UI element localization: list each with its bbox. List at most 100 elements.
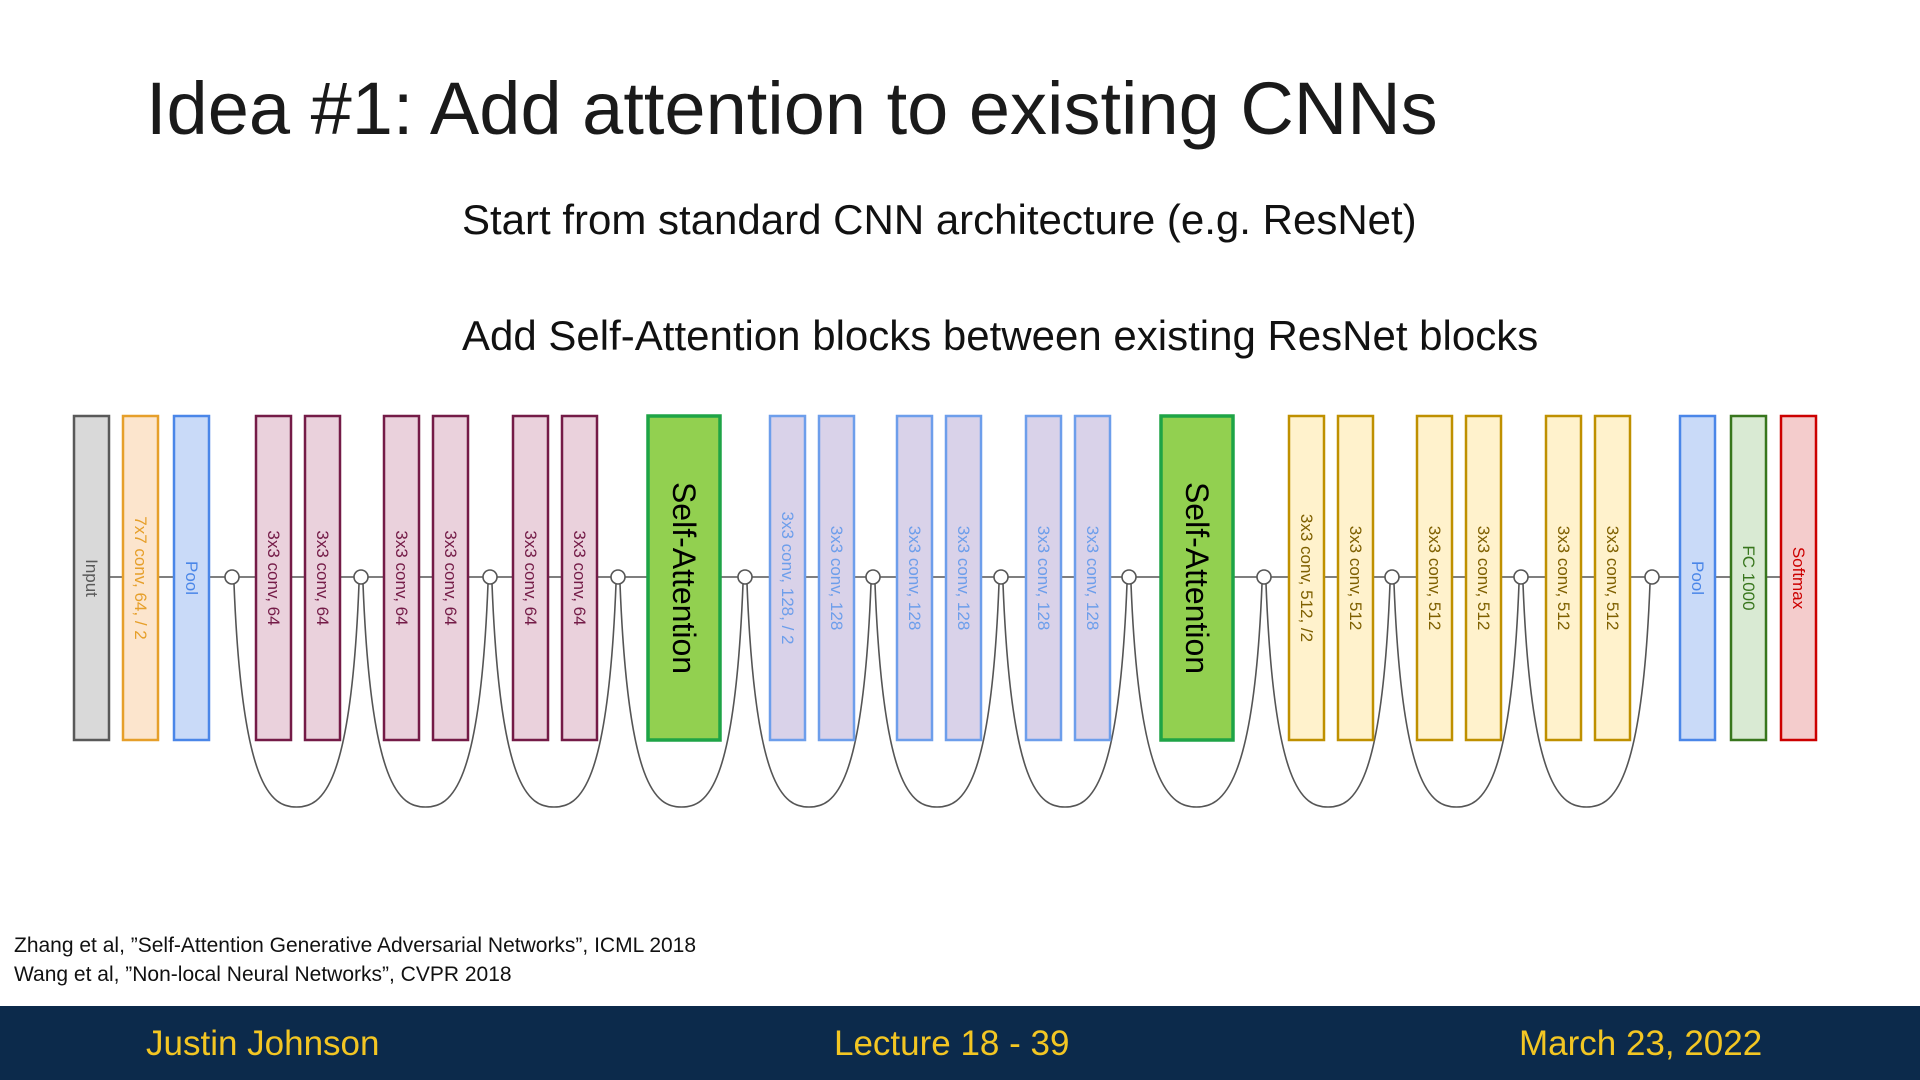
layer-block-label: 3x3 conv, 512 xyxy=(1554,526,1573,631)
layer-block-label: 3x3 conv, 64 xyxy=(441,530,460,625)
junction-node xyxy=(224,569,240,585)
layer-block-conv7: 7x7 conv, 64, / 2 xyxy=(121,414,160,742)
layer-block-c512: 3x3 conv, 512 xyxy=(1593,414,1632,742)
layer-block-label: 3x3 conv, 512 xyxy=(1474,526,1493,631)
junction-node xyxy=(865,569,881,585)
layer-block-attn: Self-Attention xyxy=(1159,414,1235,742)
layer-block-c128: 3x3 conv, 128 xyxy=(1024,414,1063,742)
skip-connection-arc xyxy=(233,583,360,808)
layer-block-label: 3x3 conv, 64 xyxy=(313,530,332,625)
layer-block-c512: 3x3 conv, 512 xyxy=(1464,414,1503,742)
layer-block-label: 3x3 conv, 128 xyxy=(1034,526,1053,631)
footer-author: Justin Johnson xyxy=(146,1024,380,1063)
layer-block-c128: 3x3 conv, 128 xyxy=(1073,414,1112,742)
layer-block-c128: 3x3 conv, 128, / 2 xyxy=(768,414,807,742)
layer-block-c64: 3x3 conv, 64 xyxy=(382,414,421,742)
skip-connection-arc xyxy=(1522,583,1651,808)
layer-block-label: 3x3 conv, 512, /2 xyxy=(1297,514,1316,642)
layer-block-c64: 3x3 conv, 64 xyxy=(511,414,550,742)
layer-block-label: Self-Attention xyxy=(666,482,702,674)
layer-block-box xyxy=(303,414,342,742)
layer-block-label: Pool xyxy=(1688,561,1707,595)
layer-block-c128: 3x3 conv, 128 xyxy=(817,414,856,742)
layer-block-label: Softmax xyxy=(1789,547,1808,610)
skip-connection-arc xyxy=(746,583,872,808)
layer-block-label: 3x3 conv, 128 xyxy=(827,526,846,631)
junction-node xyxy=(1384,569,1400,585)
junction-node xyxy=(1644,569,1660,585)
junction-node xyxy=(1513,569,1529,585)
layer-block-attn: Self-Attention xyxy=(646,414,722,742)
layer-block-label: 3x3 conv, 128 xyxy=(905,526,924,631)
layer-block-input: Input xyxy=(72,414,111,742)
layer-block-label: 3x3 conv, 64 xyxy=(570,530,589,625)
layer-block-box xyxy=(944,414,983,742)
skip-connection-arc xyxy=(619,583,744,808)
layer-block-box xyxy=(1678,414,1717,742)
layer-block-box xyxy=(1024,414,1063,742)
layer-block-box xyxy=(382,414,421,742)
layer-block-softmax: Softmax xyxy=(1779,414,1818,742)
layer-block-c128: 3x3 conv, 128 xyxy=(895,414,934,742)
layer-block-box xyxy=(1287,414,1326,742)
junction-node xyxy=(1256,569,1272,585)
layer-block-box xyxy=(817,414,856,742)
layer-block-pool: Pool xyxy=(172,414,211,742)
layer-block-box xyxy=(895,414,934,742)
layer-block-label: 3x3 conv, 512 xyxy=(1425,526,1444,631)
layer-block-box xyxy=(560,414,599,742)
layer-block-c64: 3x3 conv, 64 xyxy=(303,414,342,742)
layer-block-label: 7x7 conv, 64, / 2 xyxy=(131,516,150,639)
layer-block-box xyxy=(1336,414,1375,742)
layer-block-c64: 3x3 conv, 64 xyxy=(254,414,293,742)
layer-block-box xyxy=(1073,414,1112,742)
footer-lecture: Lecture 18 - 39 xyxy=(834,1024,1070,1063)
junction-node xyxy=(610,569,626,585)
skip-connection-arc xyxy=(1265,583,1391,808)
junction-node xyxy=(1121,569,1137,585)
junction-node xyxy=(353,569,369,585)
skip-connection-arc xyxy=(1002,583,1128,808)
layer-block-box xyxy=(72,414,111,742)
reference-wang: Wang et al, ”Non-local Neural Networks”,… xyxy=(14,963,512,986)
layer-block-box xyxy=(431,414,470,742)
layer-block-box xyxy=(1159,414,1235,742)
junction-node xyxy=(993,569,1009,585)
layer-block-label: 3x3 conv, 128, / 2 xyxy=(778,512,797,645)
layer-block-c64: 3x3 conv, 64 xyxy=(431,414,470,742)
bullet-add-self-attention: Add Self-Attention blocks between existi… xyxy=(462,312,1539,359)
layer-block-label: Input xyxy=(82,559,101,597)
layer-block-c512: 3x3 conv, 512 xyxy=(1544,414,1583,742)
layer-block-box xyxy=(1729,414,1768,742)
layer-block-label: 3x3 conv, 64 xyxy=(392,530,411,625)
skip-connection-arc xyxy=(1130,583,1263,808)
layer-block-label: FC 1000 xyxy=(1739,545,1758,610)
bullet-standard-cnn: Start from standard CNN architecture (e.… xyxy=(462,196,1417,243)
skip-connection-arc xyxy=(491,583,617,808)
layer-block-box xyxy=(1779,414,1818,742)
layer-block-c512: 3x3 conv, 512 xyxy=(1336,414,1375,742)
layer-block-label: 3x3 conv, 128 xyxy=(1083,526,1102,631)
junction-node xyxy=(482,569,498,585)
layer-block-c512: 3x3 conv, 512, /2 xyxy=(1287,414,1326,742)
layer-block-box xyxy=(1593,414,1632,742)
layer-block-label: Self-Attention xyxy=(1179,482,1215,674)
resnet-self-attention-diagram: Input 7x7 conv, 64, / 2 Pool 3x3 conv, 64 3x… xyxy=(72,414,1818,808)
layer-block-c64: 3x3 conv, 64 xyxy=(560,414,599,742)
layer-block-box xyxy=(121,414,160,742)
layer-block-label: Pool xyxy=(182,561,201,595)
footer-bar: Justin Johnson Lecture 18 - 39 March 23,… xyxy=(0,1006,1920,1080)
layer-block-c512: 3x3 conv, 512 xyxy=(1415,414,1454,742)
reference-zhang: Zhang et al, ”Self-Attention Generative … xyxy=(14,934,697,957)
footer-date: March 23, 2022 xyxy=(1519,1024,1763,1063)
layer-block-box xyxy=(1544,414,1583,742)
layer-block-box xyxy=(1415,414,1454,742)
layer-block-box xyxy=(768,414,807,742)
layer-block-label: 3x3 conv, 128 xyxy=(954,526,973,631)
layer-block-box xyxy=(646,414,722,742)
layer-block-box xyxy=(1464,414,1503,742)
layer-block-box xyxy=(172,414,211,742)
skip-connection-arc xyxy=(1393,583,1520,808)
junction-node xyxy=(737,569,753,585)
slide-title: Idea #1: Add attention to existing CNNs xyxy=(146,67,1438,150)
